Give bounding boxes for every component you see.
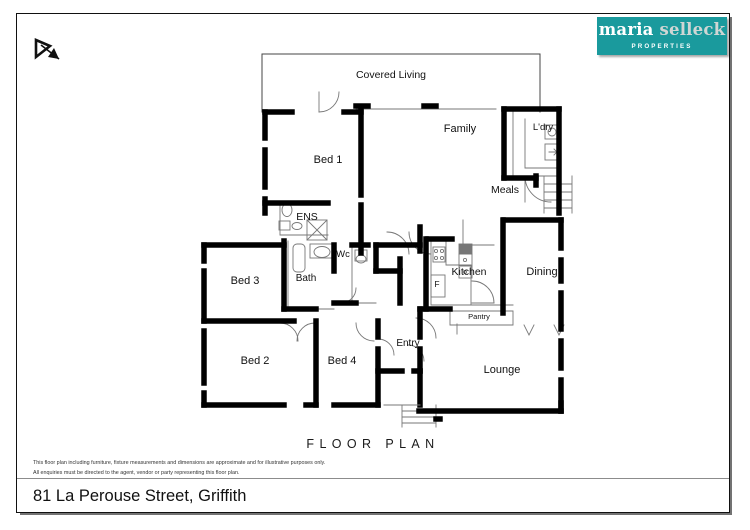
room-label-ldry: L'dry bbox=[533, 122, 554, 133]
footer-divider bbox=[17, 478, 729, 479]
room-label-dining: Dining bbox=[526, 266, 557, 278]
disclaimer-line-1: This floor plan including furniture, fix… bbox=[33, 460, 326, 466]
agency-subtitle: PROPERTIES bbox=[631, 42, 693, 50]
agency-name-part2: selleck bbox=[659, 20, 726, 40]
room-label-bed-2: Bed 2 bbox=[241, 355, 270, 367]
disclaimer-line-2: All enquiries must be directed to the ag… bbox=[33, 470, 240, 476]
agency-name-part1: maria bbox=[598, 20, 654, 40]
page-frame bbox=[16, 13, 730, 513]
room-label-bath: Bath bbox=[296, 273, 317, 284]
room-label-bed-1: Bed 1 bbox=[314, 154, 343, 166]
room-label-pantry: Pantry bbox=[468, 312, 490, 321]
room-label-bed-4: Bed 4 bbox=[328, 355, 357, 367]
room-label-lounge: Lounge bbox=[484, 364, 521, 376]
room-label-meals: Meals bbox=[491, 184, 519, 196]
room-label-covered-living: Covered Living bbox=[356, 69, 426, 81]
room-label-ens: ENS bbox=[296, 211, 318, 223]
agency-logo[interactable]: maria selleck PROPERTIES bbox=[597, 17, 727, 55]
room-label-wc: Wc bbox=[336, 249, 350, 260]
room-label-kitchen: Kitchen bbox=[451, 266, 486, 278]
room-label-bed-3: Bed 3 bbox=[231, 275, 260, 287]
room-label-entry: Entry bbox=[396, 338, 419, 349]
north-arrow-icon bbox=[33, 37, 69, 67]
room-label-family: Family bbox=[444, 123, 477, 135]
property-address: 81 La Perouse Street, Griffith bbox=[33, 487, 247, 505]
room-label-fridge: F bbox=[434, 279, 439, 289]
page-title: FLOOR PLAN bbox=[306, 437, 440, 451]
agency-name: maria selleck bbox=[599, 22, 725, 39]
disclaimer: This floor plan including furniture, fix… bbox=[33, 458, 553, 478]
